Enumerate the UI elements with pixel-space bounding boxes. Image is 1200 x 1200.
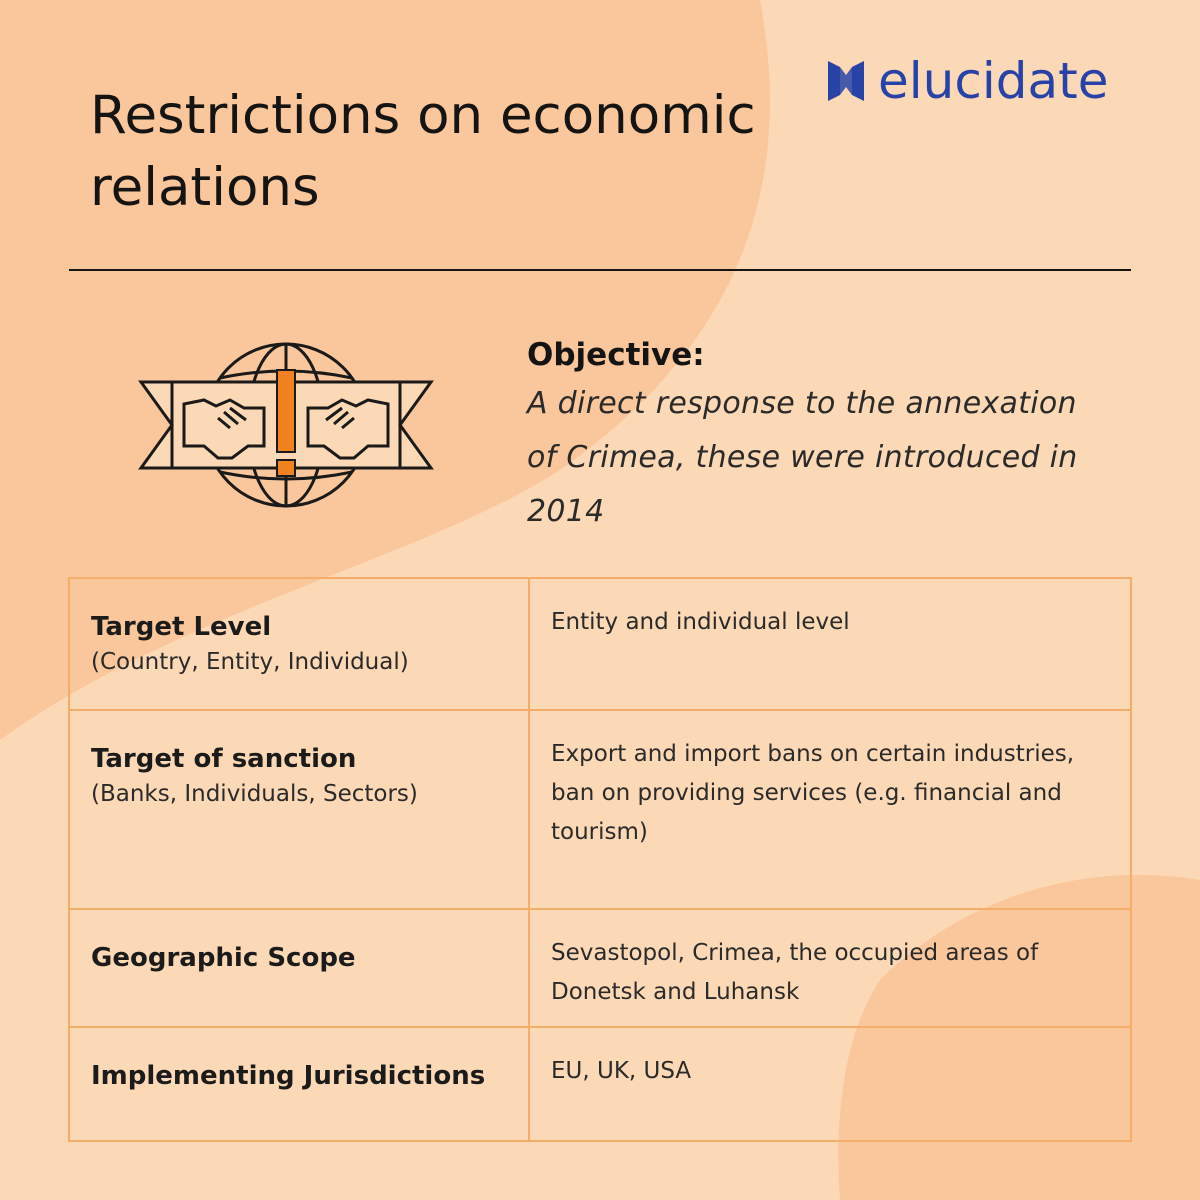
row-value-cell: Entity and individual level — [528, 577, 1132, 711]
sanctions-table: Target Level (Country, Entity, Individua… — [68, 577, 1132, 1142]
objective-text: A direct response to the annexation of C… — [527, 386, 1078, 529]
row-value: Sevastopol, Crimea, the occupied areas o… — [551, 940, 1039, 1005]
table-row: Implementing Jurisdictions EU, UK, USA — [68, 1026, 1132, 1142]
row-key: Target Level — [91, 612, 272, 642]
row-key-cell: Target Level (Country, Entity, Individua… — [68, 577, 530, 711]
page-title: Restrictions on economic relations — [90, 85, 756, 218]
brand-logo: elucidate — [826, 56, 1108, 106]
row-value-cell: EU, UK, USA — [528, 1026, 1132, 1142]
row-key-cell: Implementing Jurisdictions — [68, 1026, 530, 1142]
table-row: Target Level (Country, Entity, Individua… — [68, 577, 1132, 711]
row-value: Entity and individual level — [551, 609, 850, 635]
row-key-sub: (Country, Entity, Individual) — [91, 649, 409, 675]
row-key: Geographic Scope — [91, 943, 356, 973]
row-key: Target of sanction — [91, 744, 357, 774]
row-value: EU, UK, USA — [551, 1058, 692, 1084]
brand-name: elucidate — [878, 52, 1109, 110]
globe-handshake-warning-icon — [138, 342, 434, 508]
bowtie-logo-icon — [828, 61, 864, 101]
row-value-cell: Export and import bans on certain indust… — [528, 709, 1132, 910]
row-key-sub: (Banks, Individuals, Sectors) — [91, 781, 418, 807]
row-key: Implementing Jurisdictions — [91, 1061, 486, 1091]
row-value-cell: Sevastopol, Crimea, the occupied areas o… — [528, 908, 1132, 1028]
row-key-cell: Geographic Scope — [68, 908, 530, 1028]
table-row: Target of sanction (Banks, Individuals, … — [68, 709, 1132, 910]
title-divider — [69, 269, 1131, 271]
objective-block: Objective: A direct response to the anne… — [527, 333, 1147, 539]
table-row: Geographic Scope Sevastopol, Crimea, the… — [68, 908, 1132, 1028]
objective-label: Objective: — [527, 337, 705, 373]
row-value: Export and import bans on certain indust… — [551, 741, 1075, 845]
row-key-cell: Target of sanction (Banks, Individuals, … — [68, 709, 530, 910]
